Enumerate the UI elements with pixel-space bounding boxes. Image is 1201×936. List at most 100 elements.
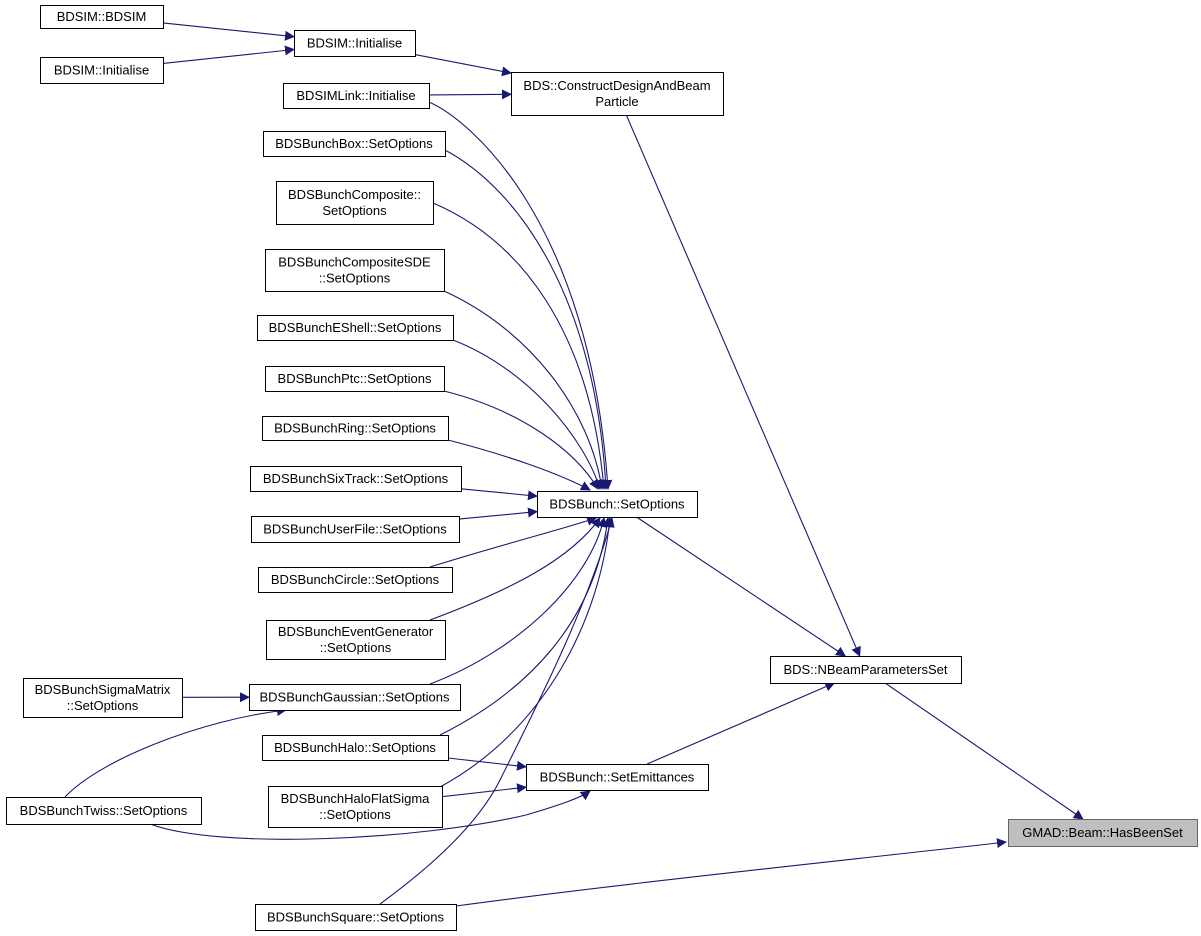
node-bdsim-initialise-a[interactable]: BDSIM::Initialise <box>294 30 416 57</box>
node-bdsbunch-setoptions[interactable]: BDSBunch::SetOptions <box>537 491 698 518</box>
edge-bdsim_initialise_b-to-bdsim_initialise_a <box>162 45 295 64</box>
node-box <box>263 131 446 157</box>
node-box <box>268 786 443 828</box>
node-box <box>265 249 445 292</box>
edge-eventgen-to-bdsbunch_setoptions <box>429 517 601 621</box>
node-label: BDSIM::BDSIM <box>57 9 147 24</box>
node-gaussian[interactable]: BDSBunchGaussian::SetOptions <box>249 684 461 711</box>
node-box[interactable]: BDSBunchBox::SetOptions <box>263 131 446 157</box>
node-label: BDSBunchCircle::SetOptions <box>271 572 440 587</box>
node-halo[interactable]: BDSBunchHalo::SetOptions <box>262 735 449 761</box>
edge-sixtrack-to-bdsbunch_setoptions <box>460 488 538 501</box>
node-twiss[interactable]: BDSBunchTwiss::SetOptions <box>6 797 202 825</box>
node-label: Particle <box>595 94 638 109</box>
node-haloflat[interactable]: BDSBunchHaloFlatSigma::SetOptions <box>268 786 443 828</box>
node-box <box>262 416 449 441</box>
node-bdsim-bdsim[interactable]: BDSIM::BDSIM <box>40 5 164 29</box>
node-label: BDSBunchTwiss::SetOptions <box>20 803 188 818</box>
node-bdsim-initialise-b[interactable]: BDSIM::Initialise <box>40 57 164 84</box>
node-label: ::SetOptions <box>319 807 391 822</box>
edge-ring-to-bdsbunch_setoptions <box>447 439 591 491</box>
edge-bdsbunch_setoptions-to-nbeamparams <box>636 516 847 657</box>
edge-haloflat-to-bdsbunch_setemittances <box>441 783 527 798</box>
node-label: BDSBunchSixTrack::SetOptions <box>263 471 449 486</box>
node-eventgen[interactable]: BDSBunchEventGenerator::SetOptions <box>266 620 446 660</box>
node-box <box>6 797 202 825</box>
edge-bdsbunch_setemittances-to-nbeamparams <box>646 681 836 765</box>
node-label: BDS::ConstructDesignAndBeam <box>523 78 710 93</box>
node-box <box>255 904 457 931</box>
node-label: GMAD::Beam::HasBeenSet <box>1022 825 1183 840</box>
node-ptc[interactable]: BDSBunchPtc::SetOptions <box>265 366 445 392</box>
edge-bds_construct-to-nbeamparams <box>625 114 861 657</box>
node-label: BDSBunchEShell::SetOptions <box>269 320 442 335</box>
node-label: BDSIM::Initialise <box>54 63 149 78</box>
node-bdsimlink-initialise[interactable]: BDSIMLink::Initialise <box>283 83 430 109</box>
node-ring[interactable]: BDSBunchRing::SetOptions <box>262 416 449 441</box>
node-box <box>526 764 709 791</box>
node-nbeamparams[interactable]: BDS::NBeamParametersSet <box>770 656 962 684</box>
edge-bdsimlink_initialise-to-bds_construct <box>428 89 512 100</box>
node-circle[interactable]: BDSBunchCircle::SetOptions <box>258 567 453 593</box>
edge-composite-to-bdsbunch_setoptions <box>432 202 609 490</box>
node-label: BDS::NBeamParametersSet <box>783 662 947 677</box>
node-sigmamatrix[interactable]: BDSBunchSigmaMatrix::SetOptions <box>23 678 183 718</box>
edge-square-to-bdsbunch_setoptions <box>379 517 615 905</box>
node-box <box>258 567 453 593</box>
edge-userfile-to-bdsbunch_setoptions <box>458 507 538 520</box>
node-box <box>266 620 446 660</box>
node-box <box>770 656 962 684</box>
node-label: BDSBunchHaloFlatSigma <box>281 791 431 806</box>
node-box <box>40 57 164 84</box>
node-label: BDSIM::Initialise <box>307 36 402 51</box>
node-label: BDSBunchComposite:: <box>288 187 421 202</box>
edge-twiss-to-gaussian <box>64 706 287 798</box>
node-eshell[interactable]: BDSBunchEShell::SetOptions <box>257 315 454 341</box>
edge-bdsimlink_initialise-to-bdsbunch_setoptions <box>428 101 613 490</box>
node-label: BDSIMLink::Initialise <box>296 88 415 103</box>
node-bdsbunch-setemittances[interactable]: BDSBunch::SetEmittances <box>526 764 709 791</box>
node-compositesde[interactable]: BDSBunchCompositeSDE::SetOptions <box>265 249 445 292</box>
node-box <box>1008 819 1198 847</box>
node-userfile[interactable]: BDSBunchUserFile::SetOptions <box>251 516 460 543</box>
node-label: BDSBunchEventGenerator <box>278 624 434 639</box>
node-label: ::SetOptions <box>67 698 139 713</box>
edge-twiss-to-bdsbunch_setemittances <box>149 790 591 840</box>
node-box <box>262 735 449 761</box>
node-label: BDSBunchSquare::SetOptions <box>267 910 445 925</box>
node-composite[interactable]: BDSBunchComposite::SetOptions <box>276 181 434 225</box>
node-label: ::SetOptions <box>319 271 391 286</box>
node-label: BDSBunchBox::SetOptions <box>275 136 433 151</box>
node-box <box>250 466 462 492</box>
node-square[interactable]: BDSBunchSquare::SetOptions <box>255 904 457 931</box>
edge-bdsim_bdsim-to-bdsim_initialise_a <box>162 22 295 41</box>
edge-gaussian-to-bdsbunch_setoptions <box>429 517 607 685</box>
edge-layer <box>64 22 1084 907</box>
node-box <box>257 315 454 341</box>
node-label: BDSBunchCompositeSDE <box>278 255 431 270</box>
node-box <box>265 366 445 392</box>
node-label: BDSBunchSigmaMatrix <box>35 682 171 697</box>
node-label: ::SetOptions <box>320 640 392 655</box>
node-label: SetOptions <box>322 203 387 218</box>
node-box <box>283 83 430 109</box>
node-layer: BDSIM::BDSIMBDSIM::InitialiseBDSIM::Init… <box>6 5 1198 931</box>
node-box <box>511 72 724 116</box>
edge-halo-to-bdsbunch_setemittances <box>447 757 527 771</box>
node-gmad-hasbeenset[interactable]: GMAD::Beam::HasBeenSet <box>1008 819 1198 847</box>
node-box <box>251 516 460 543</box>
node-label: BDSBunchGaussian::SetOptions <box>259 690 450 705</box>
node-label: BDSBunch::SetEmittances <box>540 770 695 785</box>
node-label: BDSBunchHalo::SetOptions <box>274 740 436 755</box>
node-label: BDSBunchUserFile::SetOptions <box>263 522 447 537</box>
node-box <box>276 181 434 225</box>
edge-box-to-bdsbunch_setoptions <box>444 149 611 490</box>
edge-bdsim_initialise_a-to-bds_construct <box>414 54 512 77</box>
node-sixtrack[interactable]: BDSBunchSixTrack::SetOptions <box>250 466 462 492</box>
edge-eshell-to-bdsbunch_setoptions <box>452 339 603 490</box>
node-box <box>294 30 416 57</box>
edge-ptc-to-bdsbunch_setoptions <box>443 390 599 490</box>
node-box <box>537 491 698 518</box>
